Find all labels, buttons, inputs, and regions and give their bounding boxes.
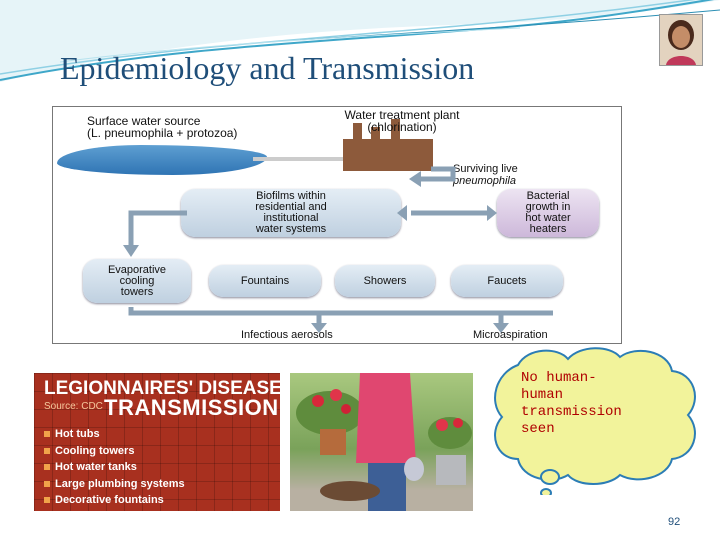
list-item-label: Hot water tanks xyxy=(55,461,137,474)
bacterial-line-2: growth in xyxy=(525,201,571,213)
bullet-icon xyxy=(44,464,50,471)
bacterial-line-3: hot water xyxy=(525,212,571,224)
surface-water-label: Surface water source (L. pneumophila + p… xyxy=(87,115,237,139)
pipe-graphic xyxy=(253,157,345,161)
list-item: Large plumbing systems xyxy=(44,476,185,493)
slide-title: Epidemiology and Transmission xyxy=(60,50,475,86)
grid-background xyxy=(34,373,280,511)
biofilm-line-1: Biofilms within xyxy=(256,190,326,202)
callout-line-1: No human- xyxy=(521,370,597,386)
faucets-label: Faucets xyxy=(487,274,527,287)
infographic-source: Source: CDC xyxy=(44,401,103,412)
treatment-plant-line-2: (chlorination) xyxy=(367,120,437,134)
thought-cloud-callout xyxy=(494,347,696,495)
transmission-diagram: Surface water source (L. pneumophila + p… xyxy=(52,106,622,344)
infographic-subheading: TRANSMISSION xyxy=(104,395,279,420)
biofilm-box: Biofilms within residential and institut… xyxy=(181,189,401,237)
evaporative-box: Evaporative cooling towers xyxy=(83,259,191,303)
showers-box: Showers xyxy=(335,265,435,297)
callout-line-2: human xyxy=(521,387,564,403)
list-item-label: Cooling towers xyxy=(55,444,135,457)
evaporative-line-1: Evaporative xyxy=(107,263,167,276)
presenter-photo xyxy=(659,14,703,66)
list-item: Cooling towers xyxy=(44,443,185,460)
callout-line-4: seen xyxy=(521,421,555,437)
callout-text: No human- human transmission seen xyxy=(521,370,671,438)
callout-line-3: transmission xyxy=(521,404,622,420)
list-item-label: Hot tubs xyxy=(55,428,100,441)
chimney-graphic xyxy=(391,119,400,141)
treatment-plant-line-1: Water treatment plant xyxy=(344,108,460,122)
faucets-box: Faucets xyxy=(451,265,563,297)
surface-water-graphic xyxy=(57,145,267,175)
surviving-line-1: Surviving live xyxy=(453,163,518,175)
bullet-icon xyxy=(44,497,50,504)
header-wave-decoration xyxy=(0,0,720,82)
legionnaires-infographic: LEGIONNAIRES' DISEASE Source: CDC TRANSM… xyxy=(34,373,280,511)
aerosols-label: Infectious aerosols xyxy=(241,329,333,341)
chimney-graphic xyxy=(353,123,362,141)
fountains-label: Fountains xyxy=(240,274,290,287)
bacterial-line-1: Bacterial xyxy=(526,190,570,202)
bacterial-line-4: heaters xyxy=(529,223,567,235)
biofilm-line-4: water systems xyxy=(255,223,327,235)
treatment-plant-label: Water treatment plant (chlorination) xyxy=(317,109,487,133)
showers-label: Showers xyxy=(363,274,407,287)
surface-water-line-1: Surface water source xyxy=(87,114,201,128)
bacterial-growth-box: Bacterial growth in hot water heaters xyxy=(497,189,599,237)
diagram-arrows xyxy=(123,166,553,333)
surviving-label: Surviving live pneumophila xyxy=(453,163,518,187)
treatment-plant-graphic xyxy=(343,139,433,171)
bullet-icon xyxy=(44,447,50,454)
bullet-icon xyxy=(44,480,50,487)
list-item-label: Decorative fountains xyxy=(55,494,164,507)
evaporative-line-2: cooling xyxy=(119,274,155,287)
list-item-label: Large plumbing systems xyxy=(55,477,185,490)
list-item: Hot tubs xyxy=(44,426,185,443)
gardening-photo xyxy=(290,373,473,511)
page-number: 92 xyxy=(668,516,681,528)
chimney-graphic xyxy=(371,127,380,141)
biofilm-line-3: institutional xyxy=(263,212,319,224)
surface-water-line-2: (L. pneumophila + protozoa) xyxy=(87,126,238,140)
evaporative-line-3: towers xyxy=(120,285,154,298)
biofilm-line-2: residential and xyxy=(255,201,327,213)
infographic-heading: LEGIONNAIRES' DISEASE xyxy=(44,378,280,399)
list-item: Hot water tanks xyxy=(44,459,185,476)
list-item: Decorative fountains xyxy=(44,492,185,509)
microaspiration-label: Microaspiration xyxy=(473,329,548,341)
surviving-line-2: pneumophila xyxy=(453,175,516,187)
transmission-sources-list: Hot tubs Cooling towers Hot water tanks … xyxy=(44,426,185,509)
bullet-icon xyxy=(44,431,50,438)
fountains-box: Fountains xyxy=(209,265,321,297)
